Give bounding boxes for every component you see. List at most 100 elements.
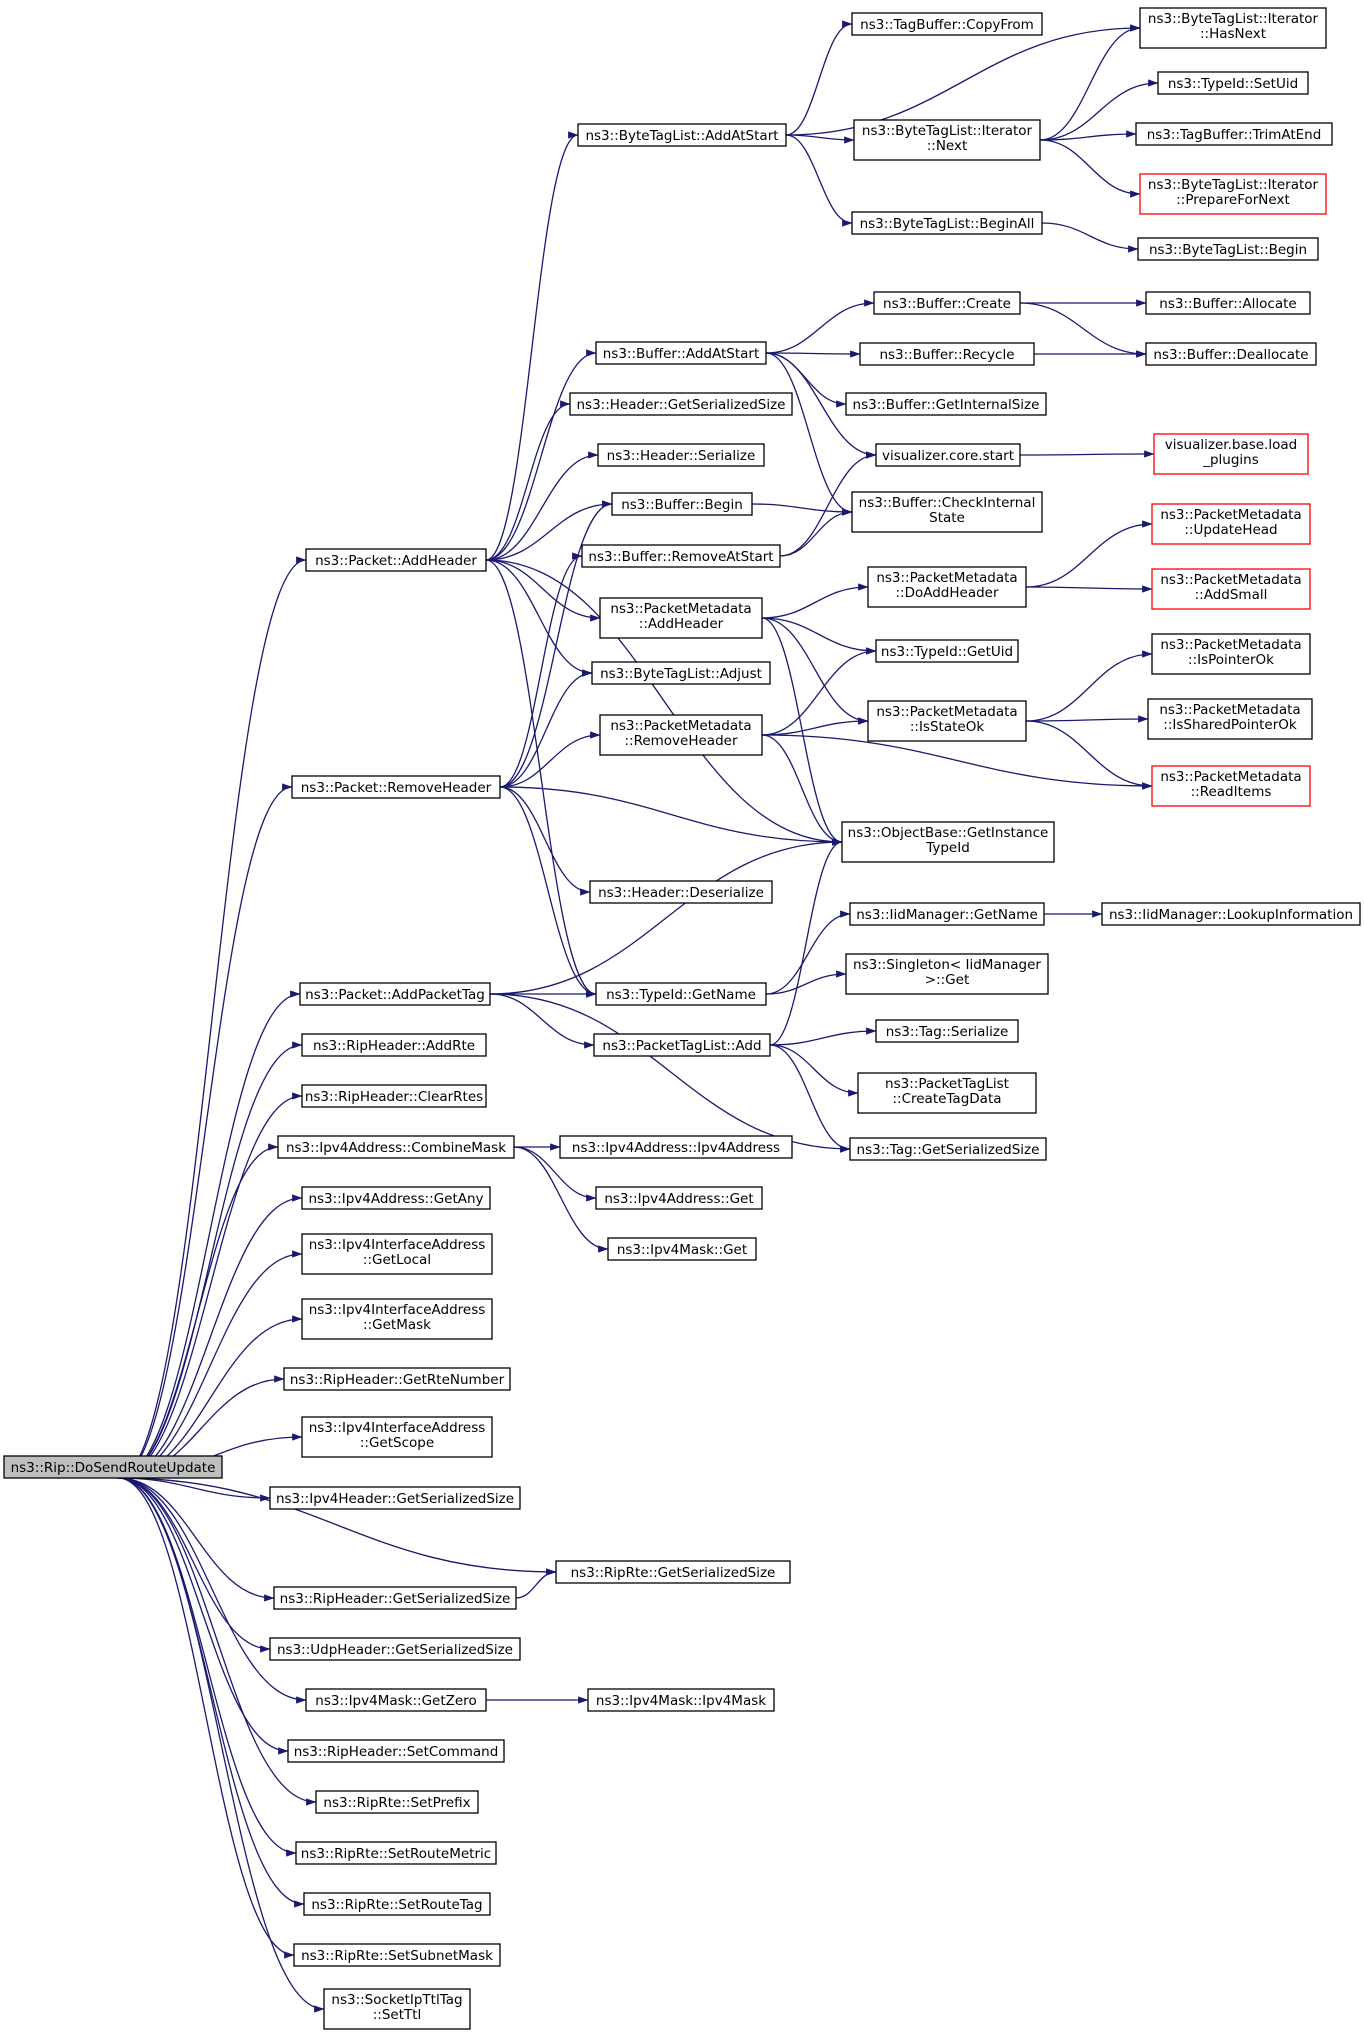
node-ns3-packetmetadata-issharedpointerok[interactable]: ns3::PacketMetadata::IsSharedPointerOk bbox=[1147, 698, 1313, 740]
node-visualizer-core-start[interactable]: visualizer.core.start bbox=[875, 443, 1021, 467]
node-ns3-riprte-setsubnetmask[interactable]: ns3::RipRte::SetSubnetMask bbox=[293, 1943, 501, 1967]
edge-n26-to-n46 bbox=[751, 503, 853, 516]
node-ns3-riprte-getserializedsize[interactable]: ns3::RipRte::GetSerializedSize bbox=[555, 1560, 791, 1584]
node-ns3-ipv4interfaceaddress-getmask[interactable]: ns3::Ipv4InterfaceAddress::GetMask bbox=[301, 1298, 493, 1340]
node-ns3-buffer-create[interactable]: ns3::Buffer::Create bbox=[873, 291, 1021, 315]
node-ns3-packettaglist-createtagdata[interactable]: ns3::PacketTagList::CreateTagData bbox=[857, 1072, 1037, 1114]
node-ns3-ripheader-setcommand[interactable]: ns3::RipHeader::SetCommand bbox=[287, 1739, 505, 1763]
node-ns3-packet-removeheader[interactable]: ns3::Packet::RemoveHeader bbox=[291, 775, 501, 799]
node-label: State bbox=[929, 510, 965, 526]
node-ns3-bytetaglist-iterator-hasnext[interactable]: ns3::ByteTagList::Iterator::HasNext bbox=[1139, 7, 1327, 49]
node-label: ns3::Buffer::Begin bbox=[621, 497, 743, 513]
node-ns3-rip-dosendrouteupdate[interactable]: ns3::Rip::DoSendRouteUpdate bbox=[3, 1455, 223, 1479]
node-label: ns3::Ipv4InterfaceAddress bbox=[309, 1237, 486, 1253]
node-ns3-packetmetadata-readitems[interactable]: ns3::PacketMetadata::ReadItems bbox=[1151, 765, 1311, 807]
node-ns3-packettaglist-add[interactable]: ns3::PacketTagList::Add bbox=[593, 1033, 771, 1057]
node-ns3-riprte-setroutemetric[interactable]: ns3::RipRte::SetRouteMetric bbox=[295, 1841, 497, 1865]
node-ns3-packet-addheader[interactable]: ns3::Packet::AddHeader bbox=[305, 548, 487, 572]
node-ns3-buffer-recycle[interactable]: ns3::Buffer::Recycle bbox=[859, 342, 1035, 366]
node-label: visualizer.base.load bbox=[1165, 437, 1297, 453]
edge-n2-to-n26 bbox=[499, 500, 613, 788]
node-ns3-ipv4address-combinemask[interactable]: ns3::Ipv4Address::CombineMask bbox=[277, 1135, 515, 1159]
node-ns3-header-deserialize[interactable]: ns3::Header::Deserialize bbox=[589, 880, 773, 904]
node-ns3-typeid-getuid[interactable]: ns3::TypeId::GetUid bbox=[875, 639, 1019, 663]
node-ns3-packetmetadata-addheader[interactable]: ns3::PacketMetadata::AddHeader bbox=[599, 597, 763, 639]
node-ns3-ipv4address-getany[interactable]: ns3::Ipv4Address::GetAny bbox=[301, 1186, 491, 1210]
node-label: ns3::RipRte::SetRouteTag bbox=[311, 1897, 482, 1913]
node-ns3-ipv4address-ipv4address[interactable]: ns3::Ipv4Address::Ipv4Address bbox=[559, 1135, 793, 1159]
node-ns3-tagbuffer-copyfrom[interactable]: ns3::TagBuffer::CopyFrom bbox=[851, 12, 1043, 36]
edge-n0-to-n6 bbox=[117, 1143, 279, 1479]
node-ns3-bytetaglist-adjust[interactable]: ns3::ByteTagList::Adjust bbox=[591, 661, 771, 685]
edge-n22-to-n56 bbox=[785, 24, 1141, 136]
node-box bbox=[597, 443, 765, 467]
edge-n33-to-n53 bbox=[769, 1027, 877, 1046]
node-box bbox=[305, 1688, 487, 1712]
node-ns3-singleton-iidmanager-get[interactable]: ns3::Singleton< IidManager >::Get bbox=[845, 953, 1049, 995]
edge-n1-to-n22 bbox=[485, 131, 579, 561]
node-ns3-packetmetadata-removeheader[interactable]: ns3::PacketMetadata::RemoveHeader bbox=[599, 714, 763, 756]
node-ns3-tag-getserializedsize[interactable]: ns3::Tag::GetSerializedSize bbox=[849, 1137, 1047, 1161]
node-box bbox=[851, 211, 1043, 235]
node-ns3-header-serialize[interactable]: ns3::Header::Serialize bbox=[597, 443, 765, 467]
node-ns3-ipv4header-getserializedsize[interactable]: ns3::Ipv4Header::GetSerializedSize bbox=[269, 1486, 521, 1510]
node-label: ns3::TypeId::GetUid bbox=[881, 644, 1013, 660]
node-visualizer-base-load-plugins[interactable]: visualizer.base.load_plugins bbox=[1153, 433, 1309, 475]
node-ns3-ripheader-clearrtes[interactable]: ns3::RipHeader::ClearRtes bbox=[301, 1084, 487, 1108]
node-ns3-tagbuffer-trimatend[interactable]: ns3::TagBuffer::TrimAtEnd bbox=[1135, 122, 1333, 146]
edge-n22-to-n39 bbox=[785, 20, 853, 136]
node-ns3-tag-serialize[interactable]: ns3::Tag::Serialize bbox=[875, 1019, 1019, 1043]
node-label: ns3::Buffer::CheckInternal bbox=[859, 495, 1036, 511]
node-ns3-ripheader-getserializedsize[interactable]: ns3::RipHeader::GetSerializedSize bbox=[273, 1586, 517, 1610]
node-label: ::AddSmall bbox=[1195, 587, 1268, 603]
node-box bbox=[295, 1841, 497, 1865]
node-ns3-buffer-getinternalsize[interactable]: ns3::Buffer::GetInternalSize bbox=[845, 392, 1047, 416]
node-ns3-typeid-getname[interactable]: ns3::TypeId::GetName bbox=[595, 982, 767, 1006]
node-ns3-udpheader-getserializedsize[interactable]: ns3::UdpHeader::GetSerializedSize bbox=[269, 1637, 521, 1661]
node-ns3-buffer-removeatstart[interactable]: ns3::Buffer::RemoveAtStart bbox=[581, 544, 781, 568]
node-ns3-header-getserializedsize[interactable]: ns3::Header::GetSerializedSize bbox=[569, 392, 793, 416]
node-ns3-ipv4address-get[interactable]: ns3::Ipv4Address::Get bbox=[595, 1186, 763, 1210]
node-box bbox=[589, 880, 773, 904]
node-ns3-ripheader-getrtenumber[interactable]: ns3::RipHeader::GetRteNumber bbox=[283, 1367, 511, 1391]
node-ns3-buffer-begin[interactable]: ns3::Buffer::Begin bbox=[611, 492, 753, 516]
node-ns3-typeid-setuid[interactable]: ns3::TypeId::SetUid bbox=[1157, 71, 1309, 95]
node-ns3-bytetaglist-beginall[interactable]: ns3::ByteTagList::BeginAll bbox=[851, 211, 1043, 235]
node-label: ns3::PacketTagList bbox=[885, 1076, 1009, 1092]
node-ns3-bytetaglist-begin[interactable]: ns3::ByteTagList::Begin bbox=[1137, 237, 1319, 261]
node-ns3-socketipttltag-setttl[interactable]: ns3::SocketIpTtlTag::SetTtl bbox=[323, 1988, 471, 2030]
node-ns3-riprte-setprefix[interactable]: ns3::RipRte::SetPrefix bbox=[315, 1790, 479, 1814]
node-ns3-iidmanager-getname[interactable]: ns3::IidManager::GetName bbox=[849, 902, 1045, 926]
node-label: ns3::RipRte::SetRouteMetric bbox=[301, 1846, 491, 1862]
node-ns3-iidmanager-lookupinformation[interactable]: ns3::IidManager::LookupInformation bbox=[1101, 902, 1361, 926]
node-ns3-packetmetadata-isstateok[interactable]: ns3::PacketMetadata::IsStateOk bbox=[867, 700, 1027, 742]
node-ns3-buffer-addatstart[interactable]: ns3::Buffer::AddAtStart bbox=[595, 341, 767, 365]
edge-n0-to-n18 bbox=[117, 1477, 297, 1857]
node-ns3-packetmetadata-updatehead[interactable]: ns3::PacketMetadata::UpdateHead bbox=[1151, 503, 1311, 545]
edge-n1-to-n28 bbox=[485, 559, 601, 622]
node-ns3-bytetaglist-iterator-preparefornext[interactable]: ns3::ByteTagList::Iterator::PrepareForNe… bbox=[1139, 173, 1327, 215]
node-ns3-packetmetadata-ispointerok[interactable]: ns3::PacketMetadata::IsPointerOk bbox=[1151, 633, 1311, 675]
edge-n0-to-n5 bbox=[117, 1092, 303, 1479]
node-ns3-packet-addpackettag[interactable]: ns3::Packet::AddPacketTag bbox=[299, 982, 491, 1006]
node-ns3-bytetaglist-addatstart[interactable]: ns3::ByteTagList::AddAtStart bbox=[577, 123, 787, 147]
node-ns3-ipv4interfaceaddress-getscope[interactable]: ns3::Ipv4InterfaceAddress::GetScope bbox=[301, 1416, 493, 1458]
node-ns3-ipv4interfaceaddress-getlocal[interactable]: ns3::Ipv4InterfaceAddress::GetLocal bbox=[301, 1233, 493, 1275]
node-ns3-packetmetadata-addsmall[interactable]: ns3::PacketMetadata::AddSmall bbox=[1151, 568, 1311, 610]
node-ns3-ipv4mask-get[interactable]: ns3::Ipv4Mask::Get bbox=[607, 1237, 757, 1261]
node-box bbox=[569, 392, 793, 416]
node-ns3-ipv4mask-getzero[interactable]: ns3::Ipv4Mask::GetZero bbox=[305, 1688, 487, 1712]
node-ns3-riprte-setroutetag[interactable]: ns3::RipRte::SetRouteTag bbox=[303, 1892, 491, 1916]
edge-n40-to-n57 bbox=[1039, 79, 1159, 141]
node-ns3-buffer-deallocate[interactable]: ns3::Buffer::Deallocate bbox=[1145, 342, 1317, 366]
node-box bbox=[851, 491, 1043, 533]
node-ns3-ripheader-addrte[interactable]: ns3::RipHeader::AddRte bbox=[301, 1033, 487, 1057]
node-label: ns3::Ipv4Address::Ipv4Address bbox=[572, 1140, 780, 1156]
node-ns3-packetmetadata-doaddheader[interactable]: ns3::PacketMetadata::DoAddHeader bbox=[867, 566, 1027, 608]
node-ns3-ipv4mask-ipv4mask[interactable]: ns3::Ipv4Mask::Ipv4Mask bbox=[587, 1688, 775, 1712]
node-ns3-buffer-allocate[interactable]: ns3::Buffer::Allocate bbox=[1145, 291, 1311, 315]
node-label: ::IsStateOk bbox=[910, 719, 984, 735]
node-ns3-bytetaglist-iterator-next[interactable]: ns3::ByteTagList::Iterator::Next bbox=[853, 119, 1041, 161]
